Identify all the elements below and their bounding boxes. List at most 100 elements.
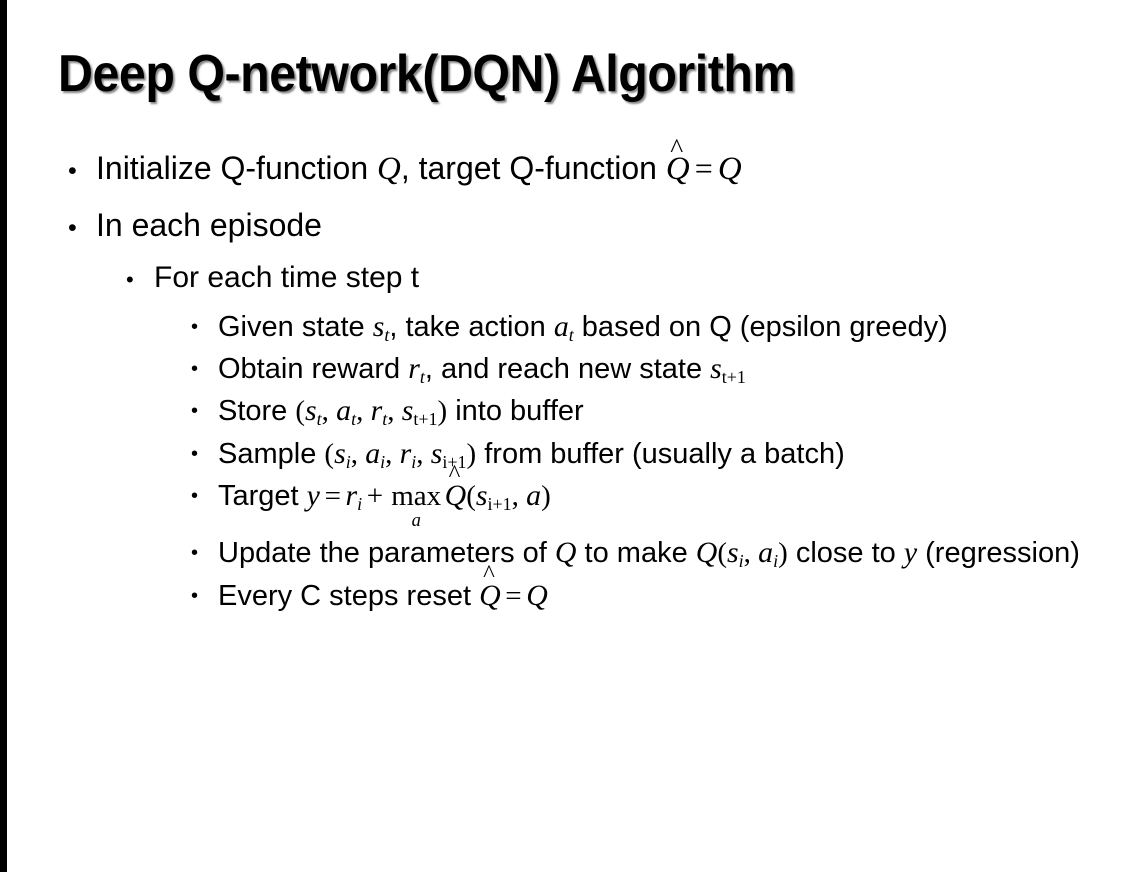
math-var-s: s [305,394,317,428]
text-run: Every C steps reset [218,579,480,612]
list-item-text: Initialize Q-function Q, target Q-functi… [96,131,1124,191]
text-run: Given state [218,310,373,343]
math-comma: , [321,395,337,428]
page-title: Deep Q-network(DQN) Algorithm [58,45,795,103]
hat-accent: ^ [448,461,461,489]
math-var-qhat: Q^ [444,461,467,513]
math-max-label: max [391,480,442,513]
list-item-text: Obtain reward rt, and reach new state st… [218,349,1118,388]
math-var-a: a [526,479,542,513]
slide-body: • Initialize Q-function Q, target Q-func… [0,131,1124,618]
math-subscript: t [419,367,425,388]
math-var-r: r [345,479,358,513]
list-item-text: In each episode [96,206,322,243]
math-var-qhat: Q^ [665,131,690,187]
text-run: Sample [218,437,325,470]
list-item-initialize: • Initialize Q-function Q, target Q-func… [0,131,1124,191]
bullet-glyph: • [191,584,199,607]
math-var-a: a [553,309,569,343]
math-var-r: r [399,436,412,470]
math-paren-open: ( [717,537,728,570]
math-paren-open: ( [295,395,306,428]
math-subscript: i+1 [487,494,512,515]
list-item-store-transition: • Store (st, at, rt, st+1) into buffer [0,391,1124,430]
math-comma: , [385,437,400,470]
math-var-r: r [370,394,383,428]
math-op-equals: = [505,579,522,612]
math-var-y: y [903,536,918,570]
math-paren-close: ) [437,395,448,428]
list-item-given-state: • Given state st, take action at based o… [0,307,1124,346]
math-max-limit: a [411,509,421,531]
list-item-sample-batch: • Sample (si, ai, ri, si+1) from buffer … [0,434,1124,473]
math-paren-close: ) [466,437,477,470]
hat-accent: ^ [483,560,495,588]
text-run: , take action [389,310,554,343]
math-comma: , [416,437,431,470]
list-item-for-each-time-step: • For each time step t [0,259,1124,297]
math-var-a: a [758,536,774,570]
math-var-s: s [710,352,722,386]
math-subscript: i [411,451,417,472]
math-subscript: i+1 [442,451,467,472]
text-run: Store [218,395,296,428]
math-var-q: Q [526,578,548,612]
math-var-q: Q [695,536,718,570]
bullet-glyph: • [191,485,199,508]
math-subscript: t [568,324,574,345]
left-edge-bar [0,0,7,872]
math-var-s: s [430,436,443,470]
math-var-s: s [475,479,488,513]
text-run: close to [787,537,904,570]
math-var-s: s [372,309,385,343]
text-run: Target [218,480,307,513]
math-var-q: Q [377,151,401,187]
math-subscript: i [345,451,351,472]
math-var-q: Q [554,536,577,570]
math-comma: , [356,395,371,428]
math-subscript: t [351,409,357,430]
list-item-text: Given state st, take action at based on … [218,307,1118,346]
math-subscript: t [382,409,388,430]
bullet-glyph: • [68,213,77,242]
bullet-glyph: • [126,266,134,292]
math-subscript: t [316,409,322,430]
list-item-reset-target-network: • Every C steps reset Q^=Q [0,560,1124,615]
math-subscript: i [380,451,386,472]
math-op-plus: + [366,480,384,513]
text-run: into buffer [447,395,584,428]
math-var-a: a [365,436,381,470]
math-var-qhat: Q^ [479,560,501,612]
math-op-equals: = [694,150,713,186]
list-item-text: Sample (si, ai, ri, si+1) from buffer (u… [218,434,1118,473]
list-item-text: For each time step t [154,260,420,294]
text-run: based on Q (epsilon greedy) [573,310,948,343]
text-run: Update the parameters of [218,537,555,570]
math-comma: , [511,480,527,513]
math-paren-close: ) [541,480,551,513]
math-subscript: i [773,551,779,572]
list-item-in-each-episode: • In each episode [0,205,1124,245]
list-item-text: Every C steps reset Q^=Q [218,560,1118,615]
text-run: Initialize Q-function [96,150,378,186]
math-subscript: i [738,551,744,572]
math-paren-open: ( [324,437,335,470]
list-item-update-parameters: • Update the parameters of Q to make Q(s… [0,533,1124,572]
math-subscript: t [384,324,390,345]
bullet-glyph: • [191,442,199,465]
math-var-a: a [336,394,352,428]
math-comma: , [350,437,366,470]
math-var-s: s [401,394,414,428]
text-run: (regression) [917,537,1080,570]
math-var-s: s [334,436,346,470]
bullet-glyph: • [191,542,199,565]
bullet-glyph: • [191,400,199,423]
bullet-glyph: • [191,315,199,338]
math-subscript: t+1 [721,367,746,388]
text-run: from buffer (usually a batch) [476,437,845,470]
math-op-equals: = [324,480,341,513]
